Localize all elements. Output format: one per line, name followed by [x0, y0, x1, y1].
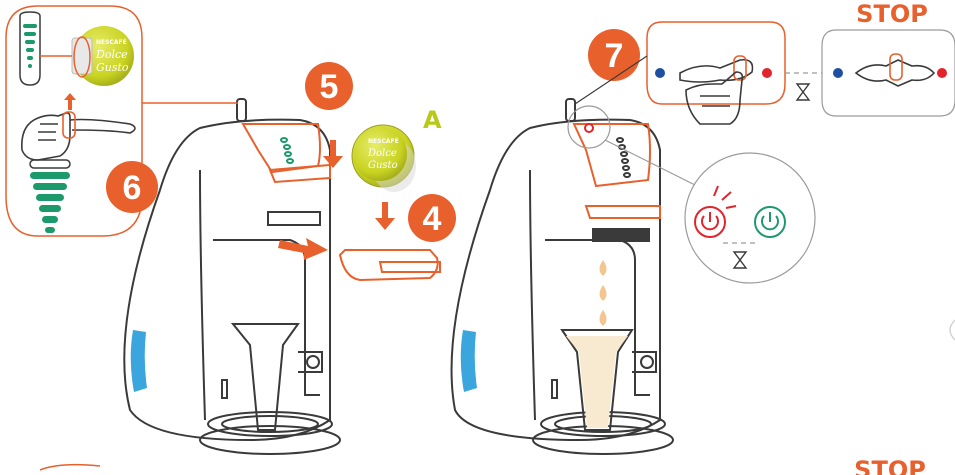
capsule-a: NESCAFÉ Dolce Gusto	[352, 125, 416, 192]
power-callout	[685, 153, 815, 283]
led-column-left	[281, 138, 293, 163]
step-7-badge: 7	[588, 29, 640, 81]
capsule-line2: Gusto	[368, 160, 398, 171]
arrow-down-icon	[323, 140, 343, 168]
inset-capsule-line1: Dolce	[95, 48, 128, 61]
arrow-down-icon	[375, 202, 395, 230]
capsule-holder	[340, 250, 440, 280]
water-tank-right	[461, 330, 477, 392]
power-led-red	[585, 124, 593, 132]
step-6-number: 6	[123, 169, 142, 207]
stop-label-top: STOP	[856, 0, 928, 28]
inset-capsule-line2: Gusto	[96, 61, 129, 74]
step-5-number: 5	[320, 68, 339, 106]
led-column-right	[617, 138, 630, 177]
hourglass-icon	[797, 84, 809, 100]
water-tank-left	[131, 330, 147, 392]
step-5-badge: 5	[305, 62, 353, 110]
step-7-number: 7	[605, 37, 624, 75]
inset-capsule-maker: NESCAFÉ	[96, 38, 127, 46]
capsule-maker: NESCAFÉ	[368, 137, 399, 145]
arrow-right-icon	[278, 238, 328, 260]
stop-label-bottom: STOP	[854, 456, 926, 475]
machine-left	[124, 99, 340, 454]
coffee-drops	[600, 260, 607, 326]
step-6-badge: 6	[106, 161, 158, 213]
step-4-number: 4	[423, 200, 442, 238]
stop-panel	[822, 30, 955, 116]
capsule-line1: Dolce	[367, 148, 397, 159]
inset-7-panel	[647, 22, 785, 124]
capsule-label: A	[423, 106, 442, 134]
edge-shape	[950, 320, 955, 340]
bottom-orange-shape	[40, 465, 100, 470]
machine-right	[452, 99, 673, 454]
step-4-badge: 4	[408, 194, 456, 242]
